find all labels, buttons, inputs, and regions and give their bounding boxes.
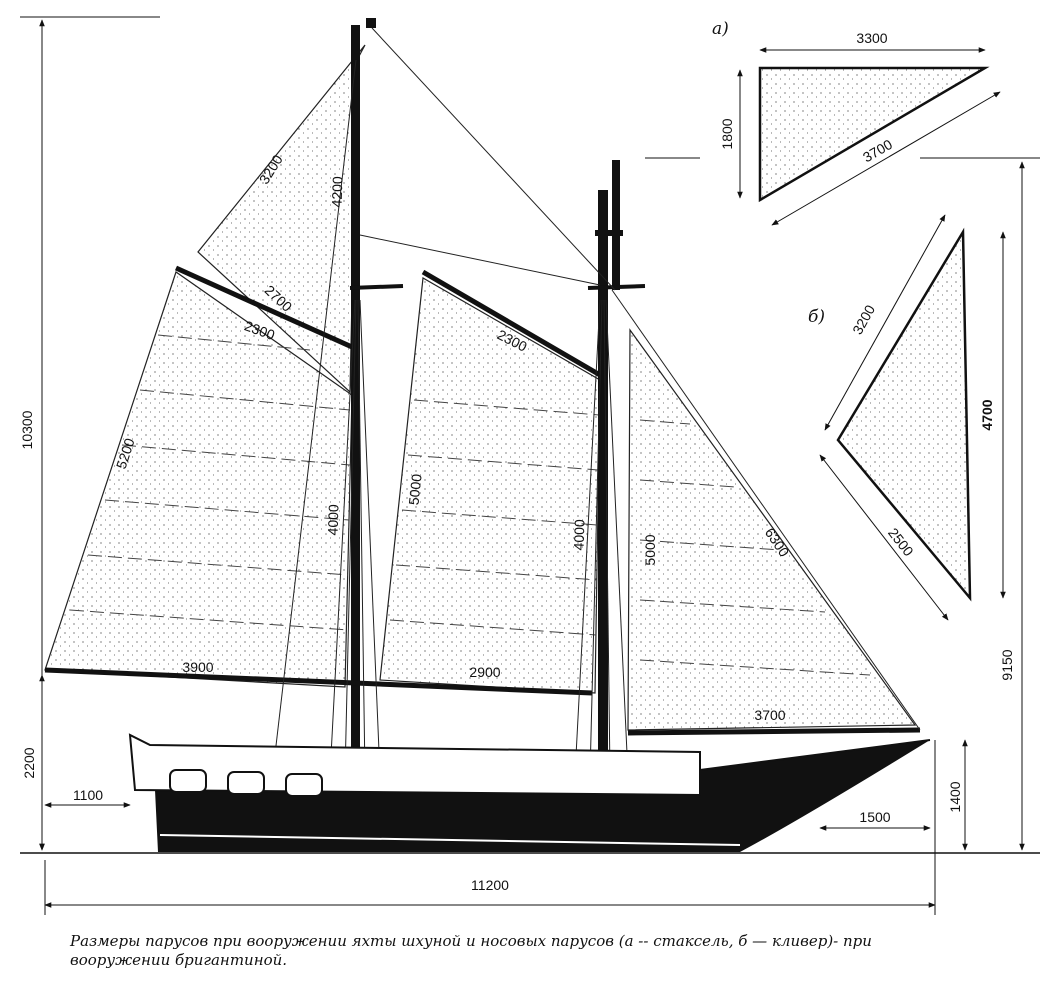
portholes [169,769,323,797]
mainsail [44,271,353,688]
dim-hull-length: 11200 [471,877,509,893]
inset-b-label: б) [808,307,825,327]
deck-house [128,733,701,797]
inset-a-side: 1800 [719,118,735,149]
shrouds [329,299,629,776]
sail-plan-drawing: 10300 11200 2200 1100 1400 1500 9150 320… [19,16,1040,915]
dim-stern-overhang: 1100 [73,787,103,803]
dim-freeboard: 2200 [21,747,37,778]
inset-b-upper: 3200 [849,302,878,337]
dim-staysail-foot: 3700 [754,707,785,723]
sail-seams [69,334,871,676]
inset-b-height: 4700 [979,399,995,430]
dim-foremast-height: 9150 [999,649,1015,680]
dim-bow-height: 1400 [947,781,963,812]
dim-fore-luff: 4000 [570,519,587,551]
foresail [379,277,601,694]
dim-staysail-luff: 5000 [642,534,658,565]
dimension-lines [20,16,1040,915]
inset-a-staysail [645,47,1001,226]
rigging [271,27,921,781]
dim-fore-boom: 2900 [469,664,500,680]
dim-bowsprit: 1500 [859,809,890,825]
dim-main-boom: 3900 [182,659,213,675]
dim-main-luff: 4000 [324,504,341,536]
inset-b-jib [819,214,1006,621]
dim-fore-leech: 5000 [405,473,424,506]
fore-staysail [627,328,917,731]
dim-main-topsail-luff: 4200 [328,176,345,208]
figure-caption: Размеры парусов при вооружении яхты шхун… [70,932,872,969]
spars [44,18,921,785]
hull [150,740,930,852]
inset-a-label: а) [712,19,729,39]
inset-a-hypotenuse: 3700 [860,136,895,166]
dim-overall-height: 10300 [19,410,35,449]
inset-a-top: 3300 [856,30,887,46]
